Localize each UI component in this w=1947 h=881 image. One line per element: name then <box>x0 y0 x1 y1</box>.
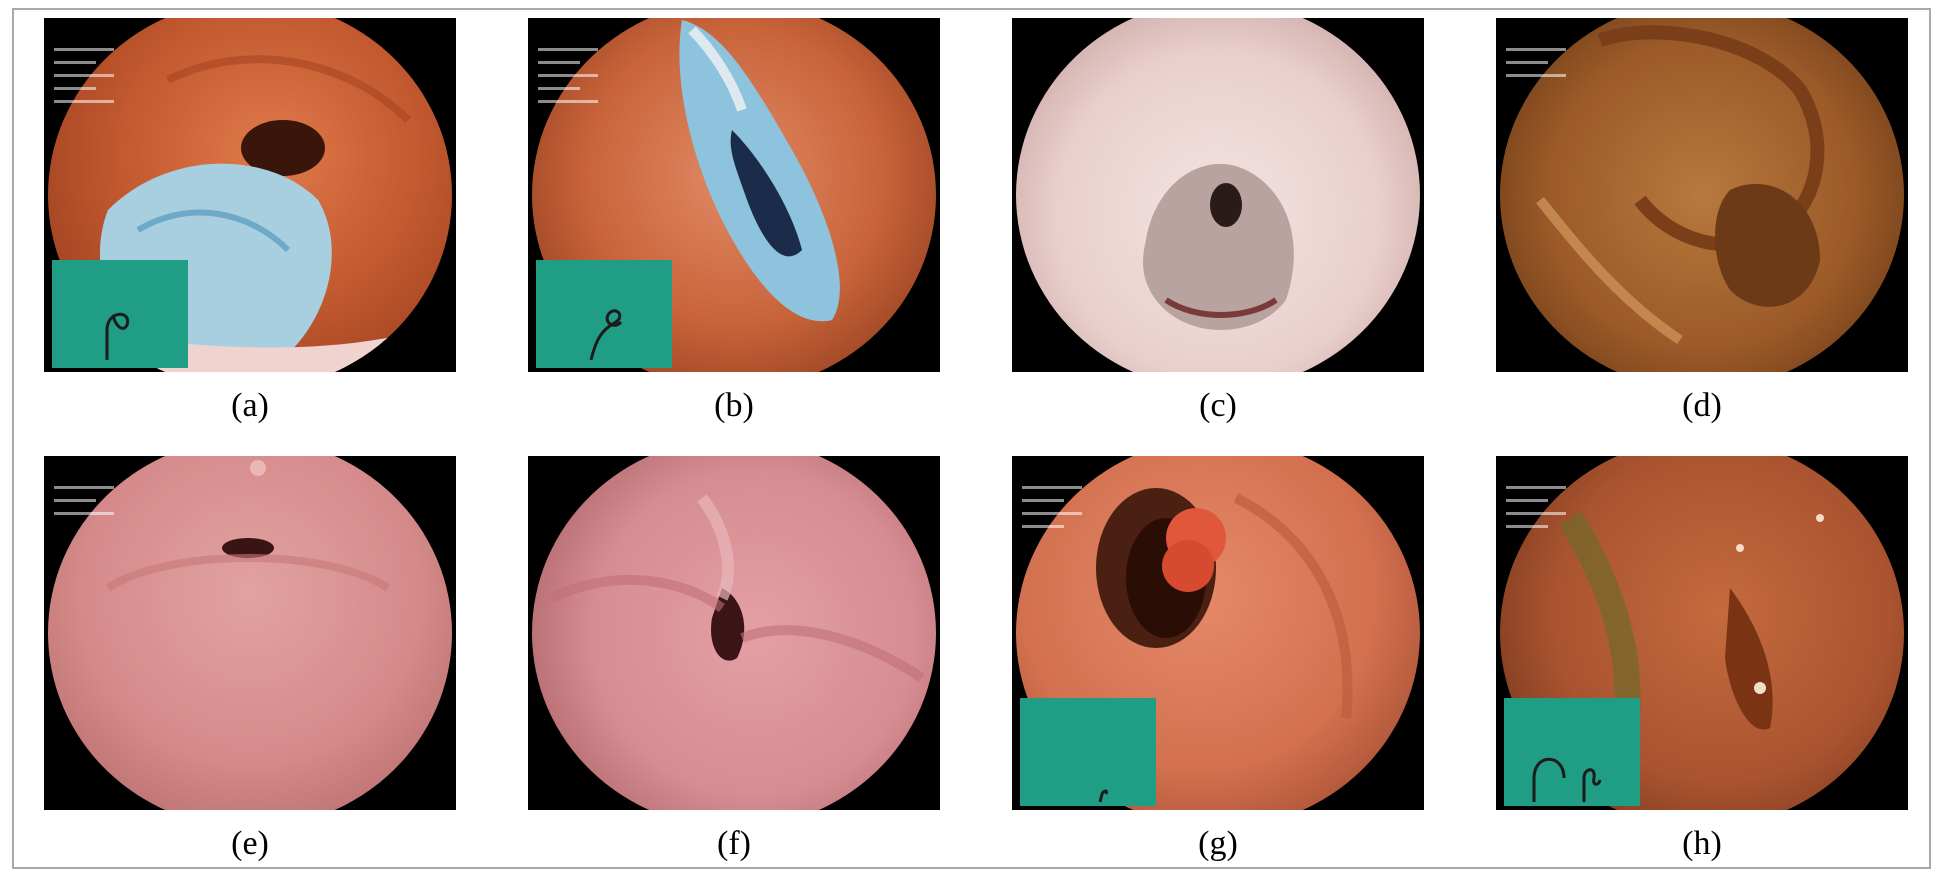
panel-label: (c) <box>1199 387 1237 424</box>
image-g-illustration <box>1096 488 1353 719</box>
image-c-illustration <box>1143 163 1294 330</box>
panel-label: (d) <box>1682 387 1722 424</box>
overlay-text-marks <box>538 48 598 113</box>
panel-label: (e) <box>231 825 269 862</box>
panel-label: (h) <box>1682 825 1722 862</box>
image-d-illustration <box>1536 25 1825 345</box>
image-f-illustration <box>549 494 925 683</box>
endoscopy-image-e <box>44 456 456 810</box>
scope-position-inset <box>536 260 672 368</box>
panel-label: (f) <box>717 825 751 862</box>
image-b-illustration <box>679 20 840 322</box>
scope-position-inset <box>1020 698 1156 806</box>
endoscopy-image-c <box>1012 18 1424 372</box>
figure-frame: (a) (b) <box>12 8 1931 869</box>
panel-label: (b) <box>714 387 754 424</box>
overlay-text-marks <box>54 48 114 113</box>
endoscopy-image-f <box>528 456 940 810</box>
overlay-text-marks <box>54 486 114 525</box>
image-e-illustration <box>105 460 391 592</box>
overlay-text-marks <box>1506 486 1566 538</box>
endoscopy-image-b <box>528 18 940 372</box>
endoscopy-image-a <box>44 18 456 372</box>
endoscopy-image-h <box>1496 456 1908 810</box>
endoscopy-image-d <box>1496 18 1908 372</box>
panel-label: (a) <box>231 387 269 424</box>
endoscopy-image-g <box>1012 456 1424 810</box>
scope-position-inset <box>1504 698 1640 806</box>
overlay-text-marks <box>1506 48 1566 87</box>
overlay-text-marks <box>1022 486 1082 538</box>
scope-position-inset <box>52 260 188 368</box>
panel-label: (g) <box>1198 825 1238 862</box>
